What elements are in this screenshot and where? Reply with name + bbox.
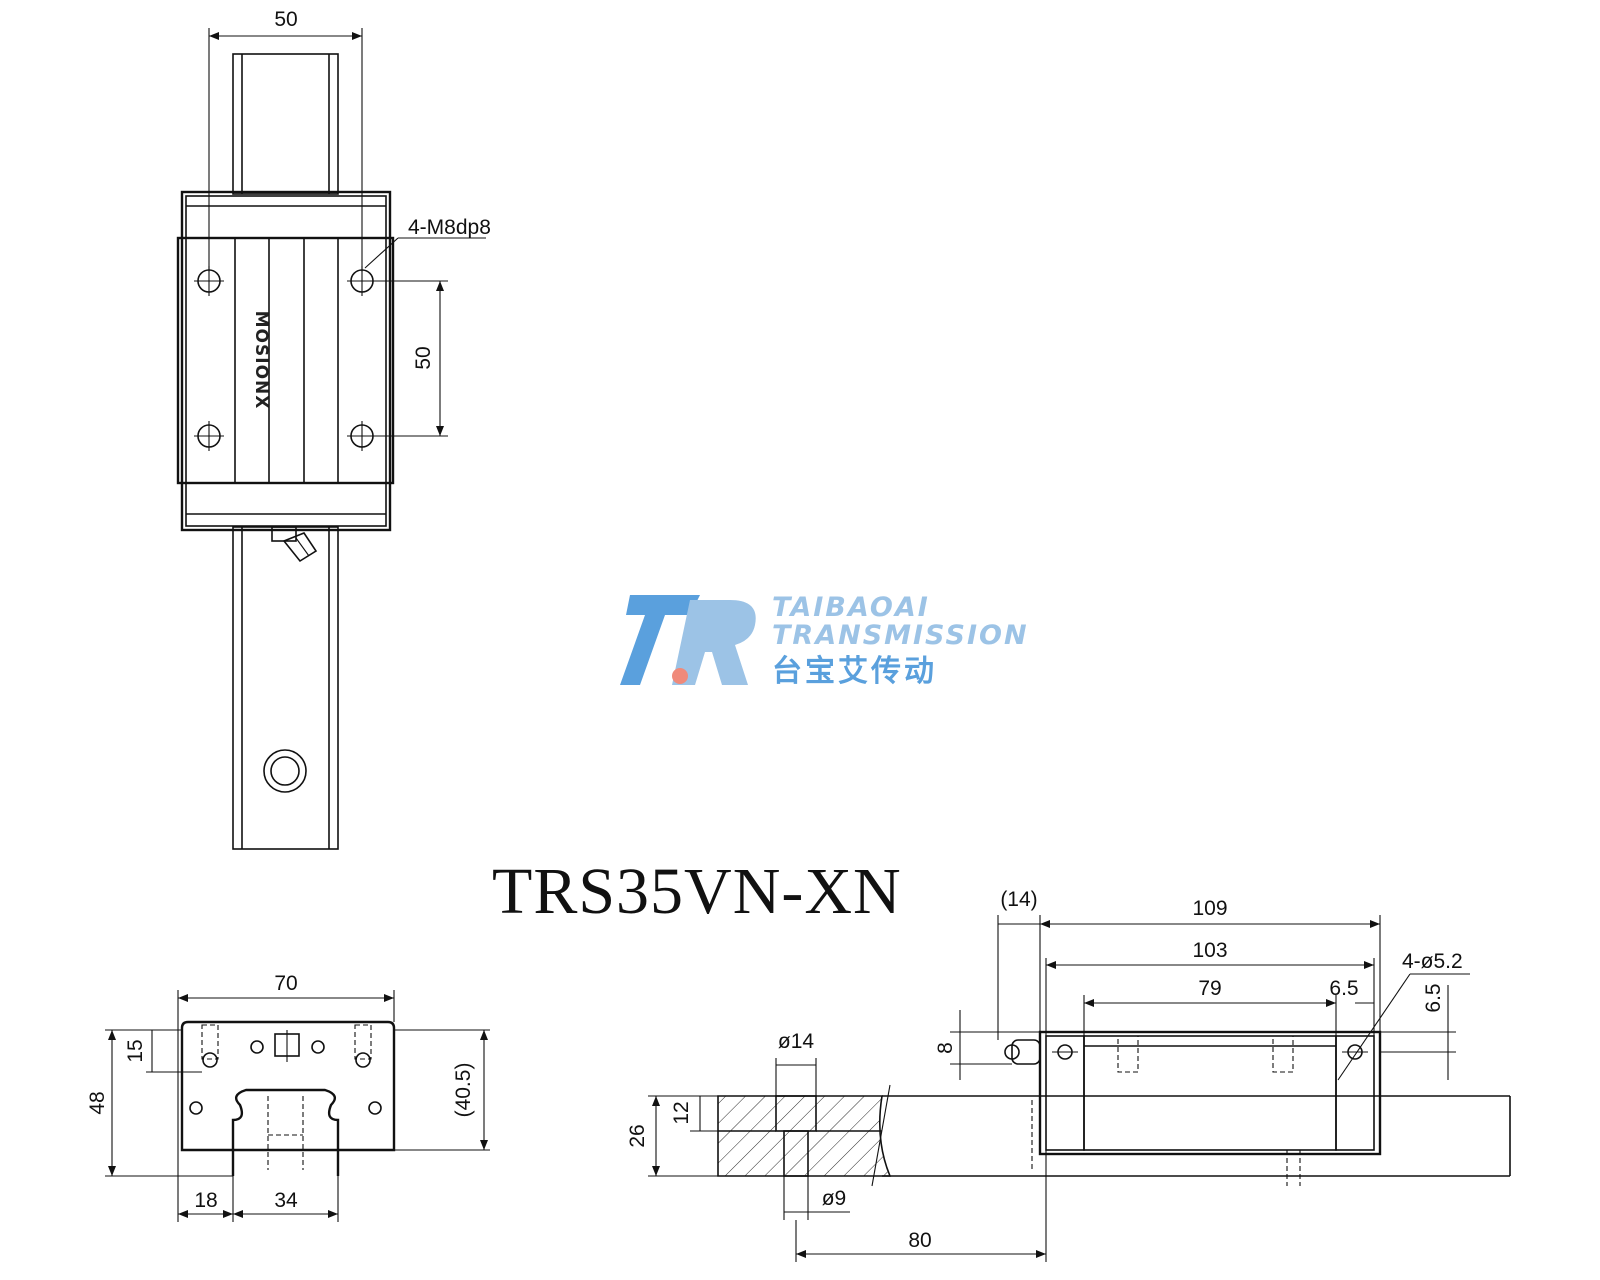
carriage-body	[176, 236, 395, 485]
model-title: TRS35VN-XN	[492, 855, 902, 928]
dim-counterbore-dia: ø14	[778, 1030, 815, 1053]
dim-hole-pitch: 50	[412, 346, 435, 369]
holes-callout: 4-M8dp8	[408, 216, 491, 239]
side-block-outline	[1038, 1030, 1382, 1156]
brand-name-cn: 台宝艾传动	[772, 654, 937, 689]
end-rail-profile	[231, 1088, 340, 1176]
dim-body-length: 103	[1192, 939, 1227, 962]
top-view: MOSIONX 50 50 4-M8dp8	[176, 8, 491, 850]
dim-side-offset: 18	[194, 1189, 217, 1212]
dim-vertical-offset: 6.5	[1422, 983, 1445, 1012]
end-block-outline	[180, 1020, 396, 1152]
dim-length: 109	[1192, 897, 1227, 920]
side-grease-nipple-icon	[1004, 1039, 1041, 1065]
brand-name-1: TAIBAOAI	[772, 592, 930, 623]
rail-section-hatch	[717, 1095, 892, 1177]
dim-end-width: 70	[274, 972, 297, 995]
logo-t-shape	[620, 595, 700, 685]
logo-dot	[672, 668, 688, 684]
carriage-block	[180, 190, 392, 532]
dim-edge-offset: 6.5	[1329, 977, 1358, 1000]
grease-nipple-icon	[271, 526, 318, 563]
dim-rail-width: 34	[274, 1189, 298, 1212]
rail-bottom	[232, 526, 339, 850]
side-view: (14) 109 103 79 6.5 6.5 8 4-ø5.2	[934, 888, 1470, 1186]
brand-logo: TAIBAOAI TRANSMISSION 台宝艾传动	[620, 592, 1029, 689]
logo-b-shape	[672, 600, 756, 685]
end-holes-callout: 4-ø5.2	[1402, 950, 1463, 973]
dim-end-height: 48	[86, 1091, 109, 1114]
dim-rail-pitch: 80	[908, 1229, 931, 1252]
dim-top-width: 50	[274, 8, 297, 31]
dim-top-offset: 15	[124, 1039, 147, 1062]
rail-top	[232, 53, 339, 195]
dim-hole-pitch-side: 79	[1198, 977, 1221, 1000]
end-grease-nipple-icon	[274, 1030, 300, 1062]
dim-counterbore-depth: 12	[670, 1101, 693, 1124]
brand-name-2: TRANSMISSION	[772, 620, 1029, 651]
block-marking: MOSIONX	[251, 311, 271, 410]
dim-rail-height: (40.5)	[452, 1063, 475, 1118]
dim-nipple: (14)	[1000, 888, 1037, 911]
dim-rail-section-height: 26	[626, 1124, 649, 1147]
dim-nipple-height: 8	[934, 1042, 957, 1054]
end-view: 70 48 15 (40.5) 18 34	[86, 972, 490, 1222]
mounting-holes	[194, 266, 377, 451]
rail-section-view: ø14 12 26 ø9 80	[626, 1030, 1511, 1262]
dim-hole-dia: ø9	[822, 1187, 847, 1210]
rail-bolt-hole	[263, 749, 307, 793]
